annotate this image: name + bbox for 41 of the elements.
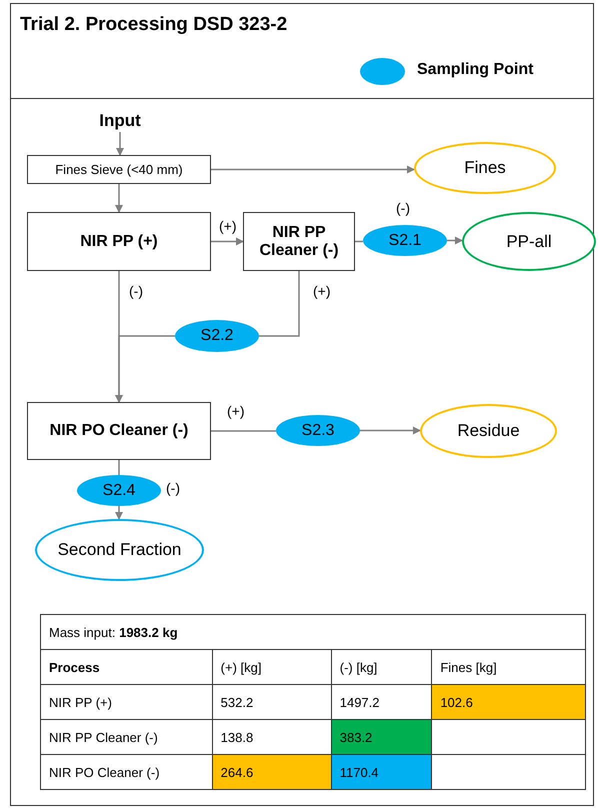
process-box: NIR PP (+) <box>27 212 211 271</box>
edge-label: (-) <box>165 480 181 496</box>
edge-label: (+) <box>226 403 246 419</box>
sampling-point-ellipse: S2.4 <box>77 475 161 506</box>
table-cell: NIR PP Cleaner (-) <box>40 720 212 754</box>
table-cell: Mass input: 1983.2 kg <box>40 614 586 650</box>
edge-label: (+) <box>312 283 332 299</box>
table-cell: 102.6 <box>432 684 586 720</box>
input-label: Input <box>95 110 145 132</box>
connector-arrow <box>115 271 123 403</box>
connector-arrow <box>115 506 123 520</box>
output-ellipse: Fines <box>414 142 556 194</box>
sampling-point-ellipse: S2.2 <box>175 320 259 352</box>
connector-arrow <box>115 184 123 213</box>
edge-label: (-) <box>395 200 411 216</box>
table-cell: Process <box>40 650 212 684</box>
legend-label: Sampling Point <box>417 61 534 79</box>
output-ellipse: Residue <box>420 404 557 458</box>
connector-arrow <box>211 166 415 174</box>
process-box: Fines Sieve (<40 mm) <box>27 155 211 184</box>
table-cell: NIR PO Cleaner (-) <box>40 754 212 790</box>
table-cell: 532.2 <box>212 684 332 720</box>
connector-arrow <box>116 132 124 156</box>
sampling-point-ellipse: S2.3 <box>276 415 360 446</box>
output-ellipse: Second Fraction <box>35 519 204 581</box>
table-cell: 264.6 <box>212 754 332 790</box>
edge-label: (+) <box>218 218 238 234</box>
connector-arrow <box>447 236 463 244</box>
connector-arrow <box>211 238 244 246</box>
table-cell: NIR PP (+) <box>40 684 212 720</box>
diagram-title: Trial 2. Processing DSD 323-2 <box>20 14 288 36</box>
process-box: NIR PO Cleaner (-) <box>27 402 211 460</box>
table-cell: (-) [kg] <box>331 650 432 684</box>
table-cell: 383.2 <box>331 720 432 754</box>
edge-label: (-) <box>128 283 144 299</box>
table-cell: 1170.4 <box>331 754 432 790</box>
sampling-point-ellipse: S2.1 <box>363 225 447 256</box>
table-cell: (+) [kg] <box>212 650 332 684</box>
process-box: NIR PP Cleaner (-) <box>243 212 355 271</box>
output-ellipse: PP-all <box>462 212 596 271</box>
connector-arrow <box>360 426 421 434</box>
